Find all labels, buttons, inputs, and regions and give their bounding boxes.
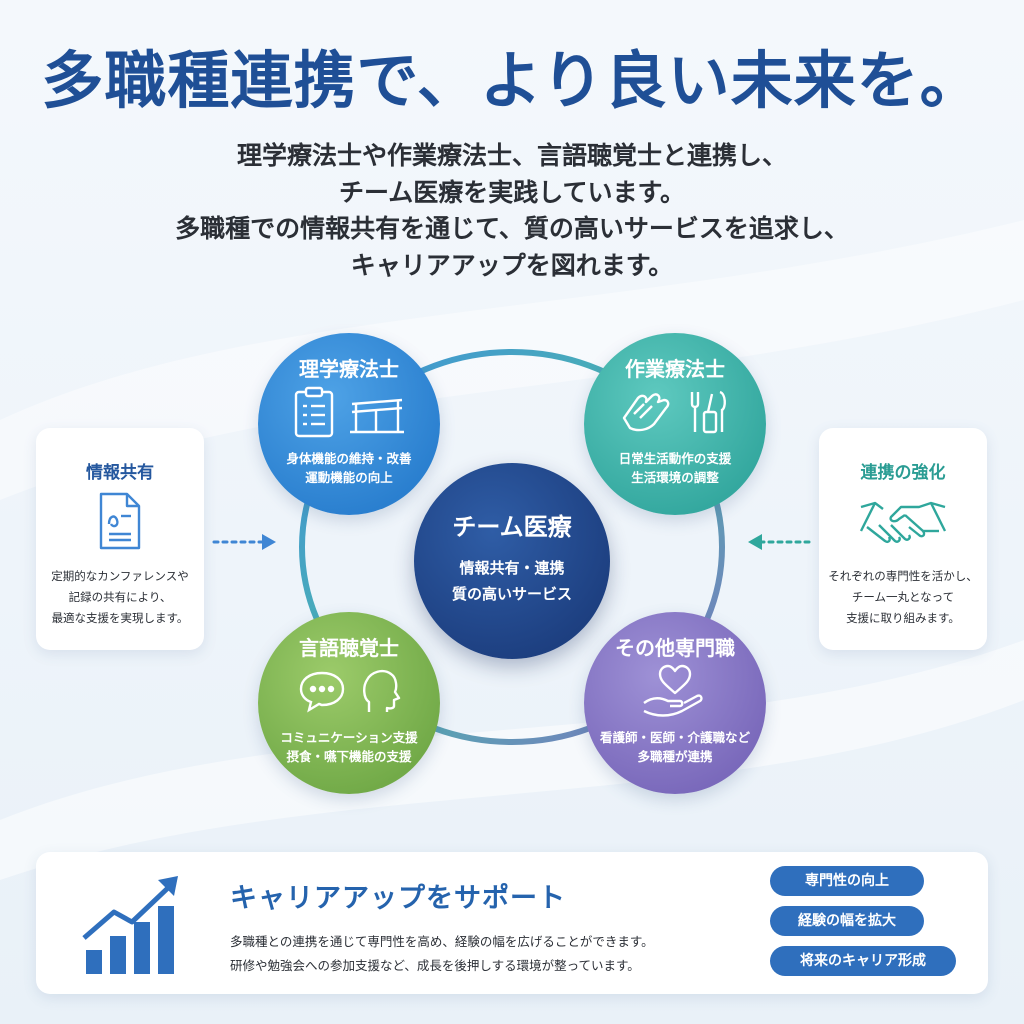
- lead-line: 理学療法士や作業療法士、言語聴覚士と連携し、: [236, 141, 787, 170]
- connection-ring: [299, 349, 725, 745]
- arrow-left-icon: [748, 534, 812, 550]
- lead-text: 理学療法士や作業療法士、言語聴覚士と連携し、 チーム医療を実践しています。 多職…: [0, 138, 1024, 284]
- center-line: 情報共有・連携: [459, 559, 565, 577]
- center-line: 質の高いサービス: [451, 585, 572, 603]
- card-desc-line: 支援に取り組みます。: [846, 611, 960, 625]
- node-occupational-therapist: 作業療法士 日常生活動作の支援 生活環境の調整: [584, 333, 766, 515]
- hand-icon: [620, 388, 674, 440]
- card-title: 連携の強化: [860, 463, 946, 483]
- node-desc-line: 生活環境の調整: [631, 470, 719, 485]
- heart-hand-icon: [640, 663, 710, 723]
- node-speech-therapist: 言語聴覚士 コミュニケーション支援 摂食・嚥下機能の支援: [258, 612, 440, 794]
- card-desc-line: 記録の共有により、: [68, 590, 172, 604]
- career-title: キャリアアップをサポート: [230, 883, 566, 914]
- tag-expertise: 専門性の向上: [770, 866, 924, 896]
- card-desc-line: 定期的なカンファレンスや: [51, 569, 189, 583]
- node-desc-line: 身体機能の維持・改善: [286, 451, 412, 466]
- node-desc-line: 日常生活動作の支援: [618, 451, 732, 466]
- node-desc-line: 看護師・医師・介護職など: [599, 730, 750, 745]
- head-profile-icon: [359, 666, 401, 720]
- lead-line: キャリアアップを図れます。: [350, 250, 674, 280]
- node-desc-line: コミュニケーション支援: [280, 730, 418, 745]
- lead-line: チーム医療を実践しています。: [338, 177, 685, 207]
- info-sharing-card: 情報共有 定期的なカンファレンスや 記録の共有により、 最適な支援を実現します。: [36, 428, 204, 650]
- node-other-professionals: その他専門職 看護師・医師・介護職など 多職種が連携: [584, 612, 766, 794]
- node-desc-line: 運動機能の向上: [305, 470, 393, 485]
- node-physical-therapist: 理学療法士 身体機能の維持・改善 運動機能の向上: [258, 333, 440, 515]
- parallel-bars-icon: [348, 390, 406, 438]
- utensils-icon: [686, 388, 730, 440]
- career-support-card: キャリアアップをサポート 多職種との連携を通じて専門性を高め、経験の幅を広げるこ…: [36, 852, 988, 994]
- center-title: チーム医療: [452, 513, 572, 541]
- career-desc-line: 研修や勉強会への参加支援など、成長を後押しする環境が整っています。: [230, 958, 640, 973]
- center-team-medicine: チーム医療 情報共有・連携 質の高いサービス: [414, 463, 610, 659]
- tag-future-career: 将来のキャリア形成: [770, 946, 956, 976]
- growth-chart-icon: [80, 872, 190, 980]
- node-title: その他専門職: [615, 636, 735, 660]
- card-desc-line: それぞれの専門性を活かし、: [828, 569, 978, 583]
- node-desc-line: 多職種が連携: [637, 749, 713, 764]
- node-title: 作業療法士: [625, 357, 725, 381]
- document-icon: [95, 490, 145, 556]
- node-title: 理学療法士: [299, 357, 399, 381]
- career-desc-line: 多職種との連携を通じて専門性を高め、経験の幅を広げることができます。: [230, 934, 654, 949]
- strengthen-card: 連携の強化 それぞれの専門性を活かし、 チーム一丸となって 支援に取り組みます。: [819, 428, 987, 650]
- speech-bubble-icon: [297, 669, 347, 717]
- node-desc-line: 摂食・嚥下機能の支援: [286, 749, 412, 764]
- page-title: 多職種連携で、より良い未来を。: [41, 44, 983, 117]
- handshake-icon: [857, 495, 949, 551]
- card-desc-line: チーム一丸となって: [851, 590, 955, 604]
- clipboard-icon: [292, 386, 336, 442]
- node-title: 言語聴覚士: [299, 636, 399, 660]
- tag-experience: 経験の幅を拡大: [770, 906, 924, 936]
- card-title: 情報共有: [86, 463, 154, 483]
- arrow-right-icon: [212, 534, 276, 550]
- lead-line: 多職種での情報共有を通じて、質の高いサービスを追求し、: [175, 214, 849, 243]
- card-desc-line: 最適な支援を実現します。: [51, 611, 189, 625]
